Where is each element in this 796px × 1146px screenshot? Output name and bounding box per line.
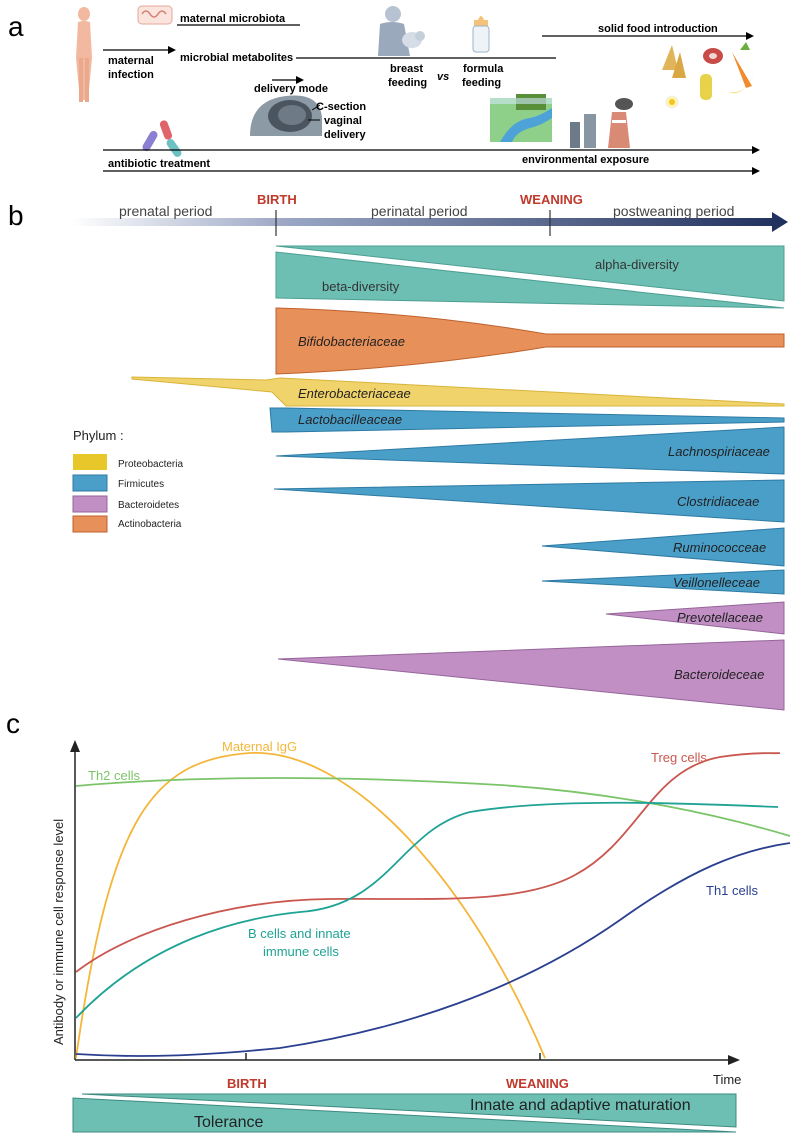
timeline-arrow (72, 212, 788, 232)
bcells-label-1: B cells and innate (248, 926, 351, 941)
panel-a: a maternal microbiota maternal infection… (8, 5, 760, 175)
veillonelleceae-label: Veillonelleceae (673, 575, 760, 590)
bcells-curve (75, 801, 779, 1019)
legend-label-bacteroidetes: Bacteroidetes (118, 500, 179, 511)
vaginal-delivery-label-1: vaginal (324, 115, 362, 127)
bacteroideceae-shape (277, 639, 785, 711)
birth-label-c: BIRTH (227, 1076, 267, 1091)
solid-food-label: solid food introduction (598, 23, 718, 35)
breast-feeding-label-1: breast (390, 63, 423, 75)
ruminococceae-label: Ruminococceae (673, 540, 766, 555)
food-icon (662, 42, 754, 109)
nature-icon (490, 94, 552, 142)
lactobacilleaceae-shape (269, 407, 785, 433)
woman-icon (76, 7, 92, 102)
maternal-infection-label-2: infection (108, 69, 154, 81)
postweaning-label: postweaning period (613, 203, 734, 219)
prevotellaceae-label: Prevotellaceae (677, 610, 763, 625)
vs-label: vs (437, 71, 449, 83)
bifidobacteriaceae-shape (275, 307, 785, 375)
environmental-label: environmental exposure (522, 154, 649, 166)
mother-baby-icon (378, 6, 425, 56)
alpha-diversity-wedge (275, 245, 785, 302)
bcells-label-2: immune cells (263, 944, 339, 959)
clostridiaceae-label: Clostridiaceae (677, 494, 759, 509)
formula-feeding-label-2: feeding (462, 77, 501, 89)
maternal-igg-label: Maternal IgG (222, 739, 297, 754)
panel-c: c Antibody or immune cell response level… (6, 708, 791, 1133)
th2-label: Th2 cells (88, 768, 141, 783)
legend-label-actinobacteria: Actinobacteria (118, 519, 182, 530)
formula-feeding-label-1: formula (463, 63, 504, 75)
veillonelleceae-shape (541, 569, 785, 595)
panel-b-letter: b (8, 200, 24, 231)
maturation-wedge (81, 1093, 737, 1128)
birth-label-b: BIRTH (257, 192, 297, 207)
panel-c-letter: c (6, 708, 20, 739)
prenatal-label: prenatal period (119, 203, 212, 219)
baby-bottle-icon (472, 16, 490, 53)
delivery-mode-label: delivery mode (254, 83, 328, 95)
clostridiaceae-shape (273, 479, 785, 523)
weaning-label-c: WEANING (506, 1076, 569, 1091)
c-section-label: C-section (316, 101, 366, 113)
th1-label: Th1 cells (706, 883, 759, 898)
maturation-label: Innate and adaptive maturation (470, 1097, 691, 1114)
pills-icon (142, 120, 182, 157)
phylum-legend: Phylum : Proteobacteria Firmicutes Bacte… (72, 428, 183, 533)
th1-curve (75, 842, 791, 1057)
x-axis-label: Time (713, 1072, 741, 1087)
th2-curve (75, 777, 791, 837)
panel-b: b prenatal period BIRTH perinatal period… (8, 192, 788, 711)
bacteroideceae-label: Bacteroideceae (674, 667, 764, 682)
microbiota-icon (137, 5, 173, 25)
factory-icon (570, 98, 633, 148)
ruminococceae-shape (541, 527, 785, 567)
legend-swatch-proteobacteria (73, 454, 107, 470)
bifidobacteriaceae-label: Bifidobacteriaceae (298, 334, 405, 349)
legend-title: Phylum : (73, 428, 124, 443)
lachnospiriaceae-label: Lachnospiriaceae (668, 444, 770, 459)
legend-label-firmicutes: Firmicutes (118, 479, 164, 490)
legend-label-proteobacteria: Proteobacteria (118, 459, 183, 470)
breast-feeding-label-2: feeding (388, 77, 427, 89)
panel-a-letter: a (8, 11, 24, 42)
maternal-infection-label-1: maternal (108, 55, 154, 67)
maternal-microbiota-label: maternal microbiota (180, 13, 286, 25)
legend-swatch-firmicutes (72, 474, 108, 492)
foetus-icon (250, 95, 322, 136)
treg-label: Treg cells (651, 750, 707, 765)
treg-curve (75, 752, 781, 973)
tolerance-label: Tolerance (194, 1114, 263, 1131)
perinatal-label: perinatal period (371, 203, 468, 219)
weaning-label-b: WEANING (520, 192, 583, 207)
enterobacteriaceae-label: Enterobacteriaceae (298, 386, 411, 401)
vaginal-delivery-label-2: delivery (324, 129, 366, 141)
alpha-diversity-label: alpha-diversity (595, 257, 679, 272)
beta-diversity-label: beta-diversity (322, 279, 400, 294)
tolerance-wedge (72, 1097, 737, 1133)
legend-swatch-actinobacteria (72, 515, 108, 533)
lachnospiriaceae-shape (275, 426, 785, 475)
maternal-igg-curve (75, 752, 546, 1059)
prevotellaceae-shape (605, 601, 785, 635)
legend-swatch-bacteroidetes (72, 495, 108, 513)
microbial-metabolites-label: microbial metabolites (180, 52, 293, 64)
y-axis-label: Antibody or immune cell response level (51, 819, 66, 1045)
beta-diversity-wedge (275, 251, 785, 309)
antibiotic-label: antibiotic treatment (108, 158, 210, 170)
enterobacteriaceae-shape (131, 376, 785, 407)
lactobacilleaceae-label: Lactobacilleaceae (298, 412, 402, 427)
